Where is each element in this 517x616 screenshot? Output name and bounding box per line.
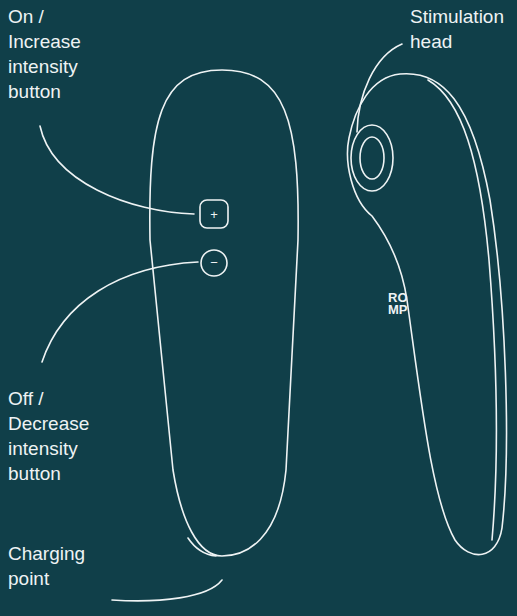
callout-label: On / Increase intensity button: [8, 4, 103, 104]
callout-label: Stimulation head: [410, 4, 515, 54]
button-symbol: +: [204, 208, 224, 221]
side-body-inner-edge: [428, 80, 496, 540]
side-body-outline: [348, 74, 507, 555]
stimulation-head-opening: [360, 137, 384, 179]
brand-logo: RO MP: [388, 292, 410, 316]
callout-label: Charging point: [8, 541, 103, 591]
front-body-outline: [150, 70, 298, 556]
leader-line: [112, 580, 222, 601]
leader-line: [40, 126, 194, 214]
plus-button: [200, 200, 228, 228]
stimulation-head-rim: [351, 125, 393, 191]
callout-label: Off / Decrease intensity button: [8, 386, 103, 486]
leader-line: [42, 262, 198, 362]
front-seam: [188, 538, 216, 556]
button-symbol: −: [204, 256, 224, 269]
minus-button: [201, 250, 227, 276]
leader-line: [357, 44, 402, 132]
